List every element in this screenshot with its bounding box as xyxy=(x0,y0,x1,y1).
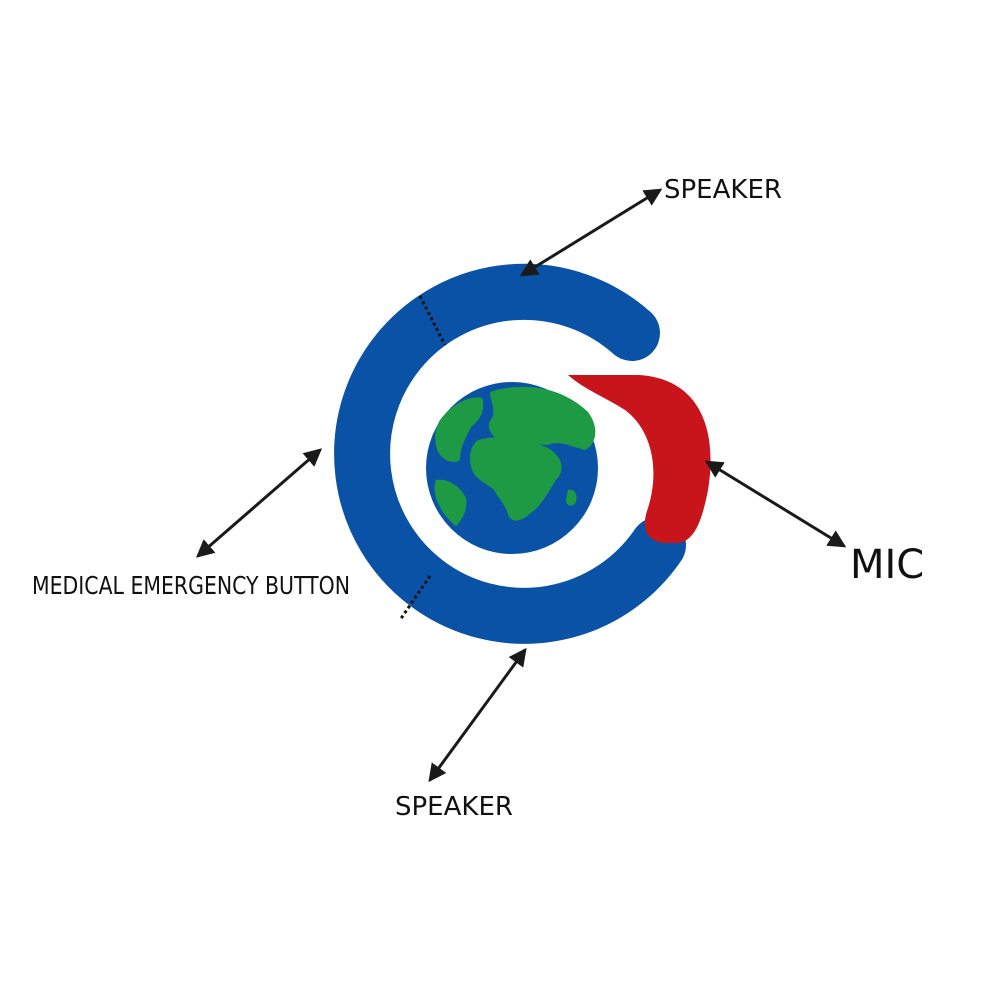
speaker-bottom-arrow xyxy=(428,647,527,783)
globe-icon xyxy=(426,382,598,554)
medical-button-label: MEDICAL EMERGENCY BUTTON xyxy=(32,571,350,600)
mic-arrow xyxy=(704,460,847,548)
mic-segment xyxy=(568,375,711,543)
speaker-ring xyxy=(334,263,686,644)
speaker-bottom-label: SPEAKER xyxy=(395,792,513,822)
medical-button-arrow xyxy=(195,448,323,558)
ring-divider-bottom xyxy=(398,575,432,621)
mic-label: MIC xyxy=(850,542,924,588)
speaker-top-label: SPEAKER xyxy=(664,175,782,205)
speaker-top-arrow xyxy=(519,188,663,277)
device-logo xyxy=(334,263,711,644)
